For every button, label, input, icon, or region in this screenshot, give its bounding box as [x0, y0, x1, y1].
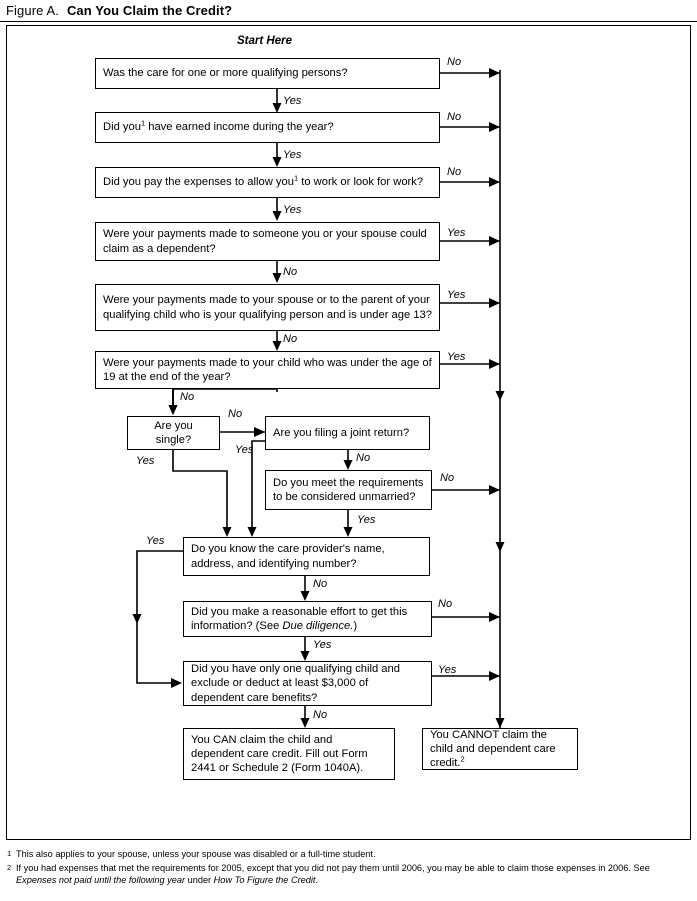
node-q12[interactable]: Did you have only one qualifying child a… — [183, 661, 432, 706]
footnote-1-text: This also applies to your spouse, unless… — [16, 849, 376, 859]
node-result-can[interactable]: You CAN claim the child and dependent ca… — [183, 728, 395, 780]
edge-label-q12-no: No — [313, 709, 328, 721]
edge-label-q9-yes: Yes — [357, 514, 376, 526]
page-title: Can You Claim the Credit? — [66, 3, 233, 18]
node-result-can-text: You CAN claim the child and dependent ca… — [191, 733, 368, 775]
edge-label-q10-no: No — [313, 578, 328, 590]
node-q2[interactable]: Did you1 have earned income during the y… — [95, 112, 440, 143]
footnote-1-marker: 1 — [7, 849, 12, 858]
footnote-2: 2 If you had expenses that met the requi… — [7, 863, 691, 886]
node-q10[interactable]: Do you know the care provider's name, ad… — [183, 537, 430, 576]
node-result-cannot-text: You CANNOT claim the child and dependent… — [430, 728, 556, 770]
edge-label-q10-yes: Yes — [146, 535, 165, 547]
node-q5[interactable]: Were your payments made to your spouse o… — [95, 284, 440, 331]
node-q11[interactable]: Did you make a reasonable effort to get … — [183, 601, 432, 637]
edge-label-q12-yes: Yes — [438, 664, 457, 676]
node-q9[interactable]: Do you meet the requirements to be consi… — [265, 470, 432, 510]
edge-label-q3-yes: Yes — [283, 204, 302, 216]
edge-label-q6-no: No — [180, 391, 195, 403]
edge-label-q7-no: No — [228, 408, 243, 420]
edge-label-q11-yes: Yes — [313, 639, 332, 651]
footnotes: 1 This also applies to your spouse, unle… — [7, 849, 691, 889]
node-q10-text: Do you know the care provider's name, ad… — [191, 543, 385, 570]
edge-label-q1-no: No — [447, 56, 462, 68]
edge-label-q4-no: No — [283, 266, 298, 278]
node-q3-text: Did you pay the expenses to allow you1 t… — [103, 173, 424, 189]
edge-label-q4-yes: Yes — [447, 227, 466, 239]
edge-label-q7-yes: Yes — [136, 455, 155, 467]
node-q8[interactable]: Are you filing a joint return? — [265, 416, 430, 450]
footnote-2-marker: 2 — [7, 863, 12, 873]
node-q12-text: Did you have only one qualifying child a… — [191, 663, 400, 704]
edge-label-q5-yes: Yes — [447, 289, 466, 301]
node-q5-text: Were your payments made to your spouse o… — [103, 294, 432, 321]
node-q1[interactable]: Was the care for one or more qualifying … — [95, 58, 440, 89]
edge-label-q11-no: No — [438, 598, 453, 610]
start-here-label: Start Here — [237, 35, 292, 47]
node-q6[interactable]: Were your payments made to your child wh… — [95, 351, 440, 389]
edge-label-q8-no: No — [356, 452, 371, 464]
edge-label-q9-no: No — [440, 472, 455, 484]
node-q1-text: Was the care for one or more qualifying … — [103, 67, 348, 80]
node-q9-text: Do you meet the requirements to be consi… — [273, 476, 424, 503]
node-result-cannot[interactable]: You CANNOT claim the child and dependent… — [422, 728, 578, 770]
figure-title-bar: Figure A. Can You Claim the Credit? — [0, 0, 697, 22]
footnote-2-text: If you had expenses that met the require… — [16, 863, 650, 885]
figure-label: Figure A. — [6, 3, 59, 18]
node-q4[interactable]: Were your payments made to someone you o… — [95, 222, 440, 261]
edge-label-q1-yes: Yes — [283, 95, 302, 107]
edge-label-q5-no: No — [283, 333, 298, 345]
edge-label-q2-yes: Yes — [283, 149, 302, 161]
node-q7-text: Are you single? — [154, 419, 193, 446]
node-q2-text: Did you1 have earned income during the y… — [103, 118, 334, 134]
edge-label-q6-yes: Yes — [447, 351, 466, 363]
node-q8-text: Are you filing a joint return? — [273, 426, 410, 439]
node-q3[interactable]: Did you pay the expenses to allow you1 t… — [95, 167, 440, 198]
edge-label-q2-no: No — [447, 111, 462, 123]
edge-label-q3-no: No — [447, 166, 462, 178]
footnote-1: 1 This also applies to your spouse, unle… — [7, 849, 691, 860]
node-q7[interactable]: Are you single? — [127, 416, 220, 450]
node-q6-text: Were your payments made to your child wh… — [103, 356, 432, 383]
node-q11-text: Did you make a reasonable effort to get … — [191, 605, 408, 632]
node-q4-text: Were your payments made to someone you o… — [103, 228, 427, 255]
edge-label-q8-yes: Yes — [235, 444, 254, 456]
